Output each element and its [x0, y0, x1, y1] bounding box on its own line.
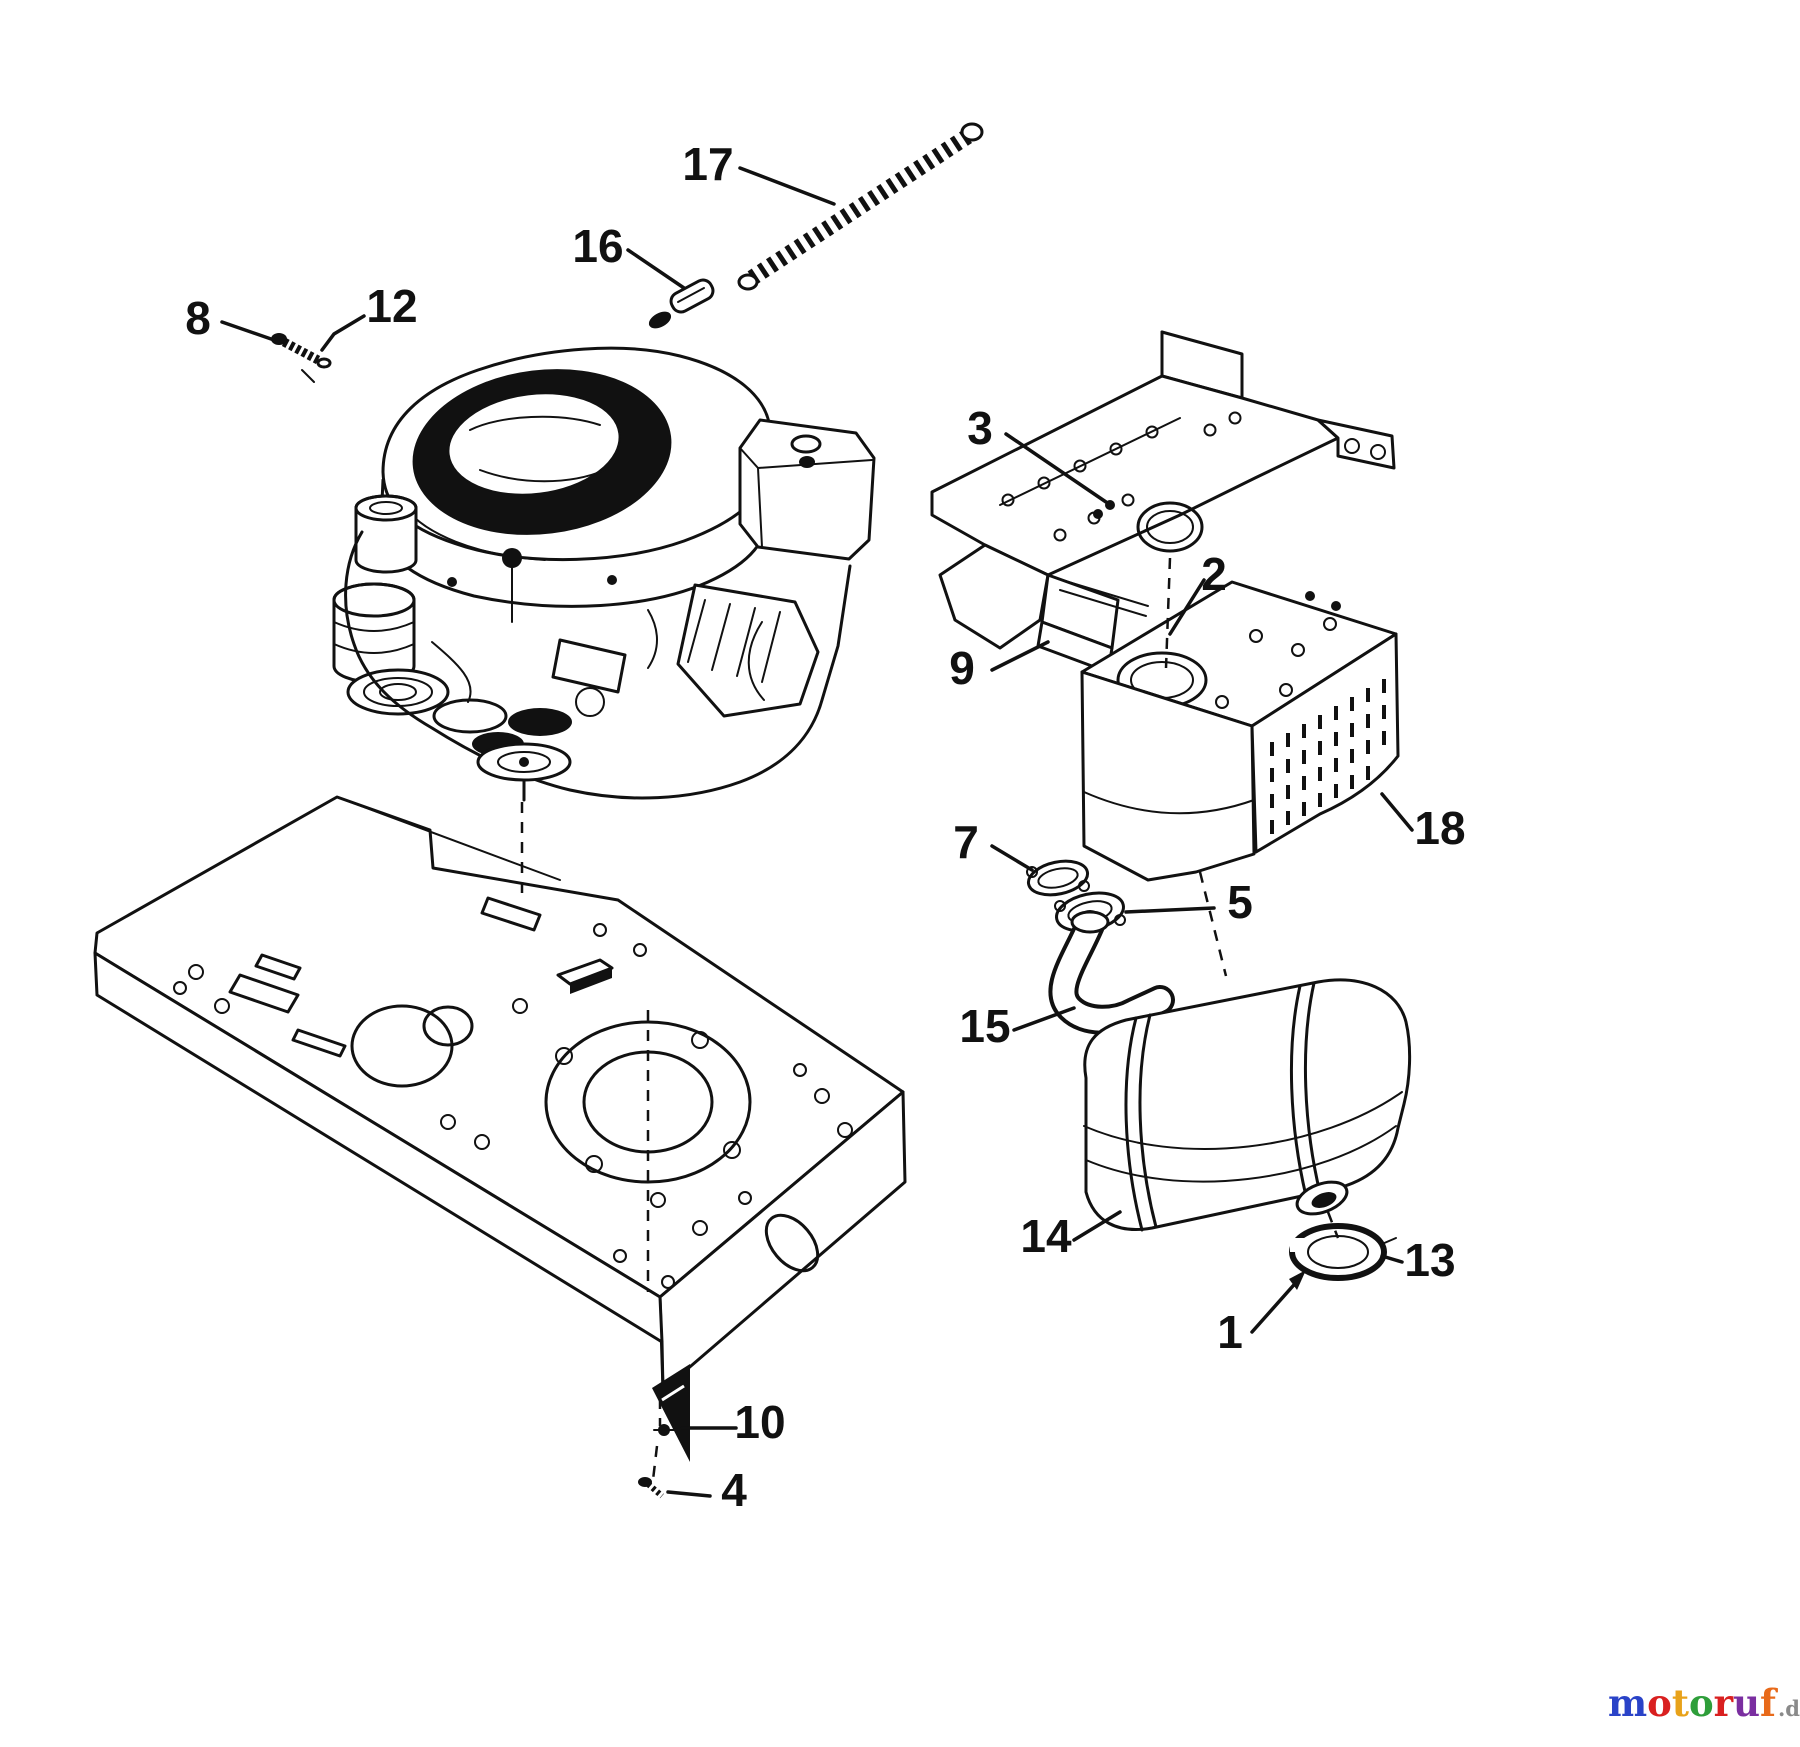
callout-8: 8 — [185, 292, 211, 344]
leader-lines — [220, 166, 1414, 1498]
callout-18: 18 — [1414, 802, 1465, 854]
cylinder-head — [676, 583, 820, 718]
callout-12: 12 — [366, 280, 417, 332]
alignment-dashed-lines — [520, 557, 1340, 1481]
callout-3: 3 — [967, 402, 993, 454]
fitting-part-16 — [648, 278, 715, 329]
callout-1: 1 — [1217, 1306, 1243, 1358]
fuel-tank — [738, 418, 876, 561]
watermark-letter: f — [1760, 1681, 1778, 1725]
watermark-letter: r — [1714, 1681, 1734, 1725]
exhaust-pipe — [1048, 910, 1175, 1035]
threaded-rod — [737, 122, 984, 291]
bracket-right-flange — [1316, 418, 1396, 470]
callout-7: 7 — [953, 816, 979, 868]
watermark-letter: o — [1647, 1681, 1672, 1725]
watermark-letter: t — [1672, 1681, 1689, 1725]
muffler-heat-shield — [1080, 580, 1400, 882]
bracket-main-plate — [930, 374, 1340, 577]
callout-14: 14 — [1020, 1210, 1072, 1262]
arrowhead-part-1 — [1289, 1270, 1306, 1290]
callout-17: 17 — [682, 138, 733, 190]
callout-9: 9 — [949, 642, 975, 694]
callout-5: 5 — [1227, 876, 1253, 928]
callouts: 17 16 8 12 3 2 9 18 7 5 15 14 13 1 10 4 — [185, 138, 1465, 1516]
chassis-plate — [93, 795, 907, 1462]
watermark-suffix: .de — [1778, 1696, 1800, 1721]
callout-4: 4 — [721, 1464, 747, 1516]
louver-slots — [1270, 679, 1386, 834]
callout-2: 2 — [1201, 548, 1227, 600]
callout-16: 16 — [572, 220, 623, 272]
outlet-clamp — [1289, 1223, 1397, 1281]
hardware-parts-10-4 — [638, 1424, 675, 1499]
motoruf-watermark[interactable]: motoruf.de — [1608, 1681, 1800, 1725]
callout-10: 10 — [734, 1396, 785, 1448]
engine-assembly — [332, 346, 876, 802]
watermark-letter: u — [1733, 1681, 1760, 1725]
watermark-letter: o — [1689, 1681, 1714, 1725]
callout-15: 15 — [959, 1000, 1010, 1052]
muffler — [1083, 978, 1412, 1232]
watermark-letter: m — [1608, 1681, 1647, 1725]
bolt-parts-8-12 — [271, 333, 332, 383]
callout-13: 13 — [1404, 1234, 1455, 1286]
